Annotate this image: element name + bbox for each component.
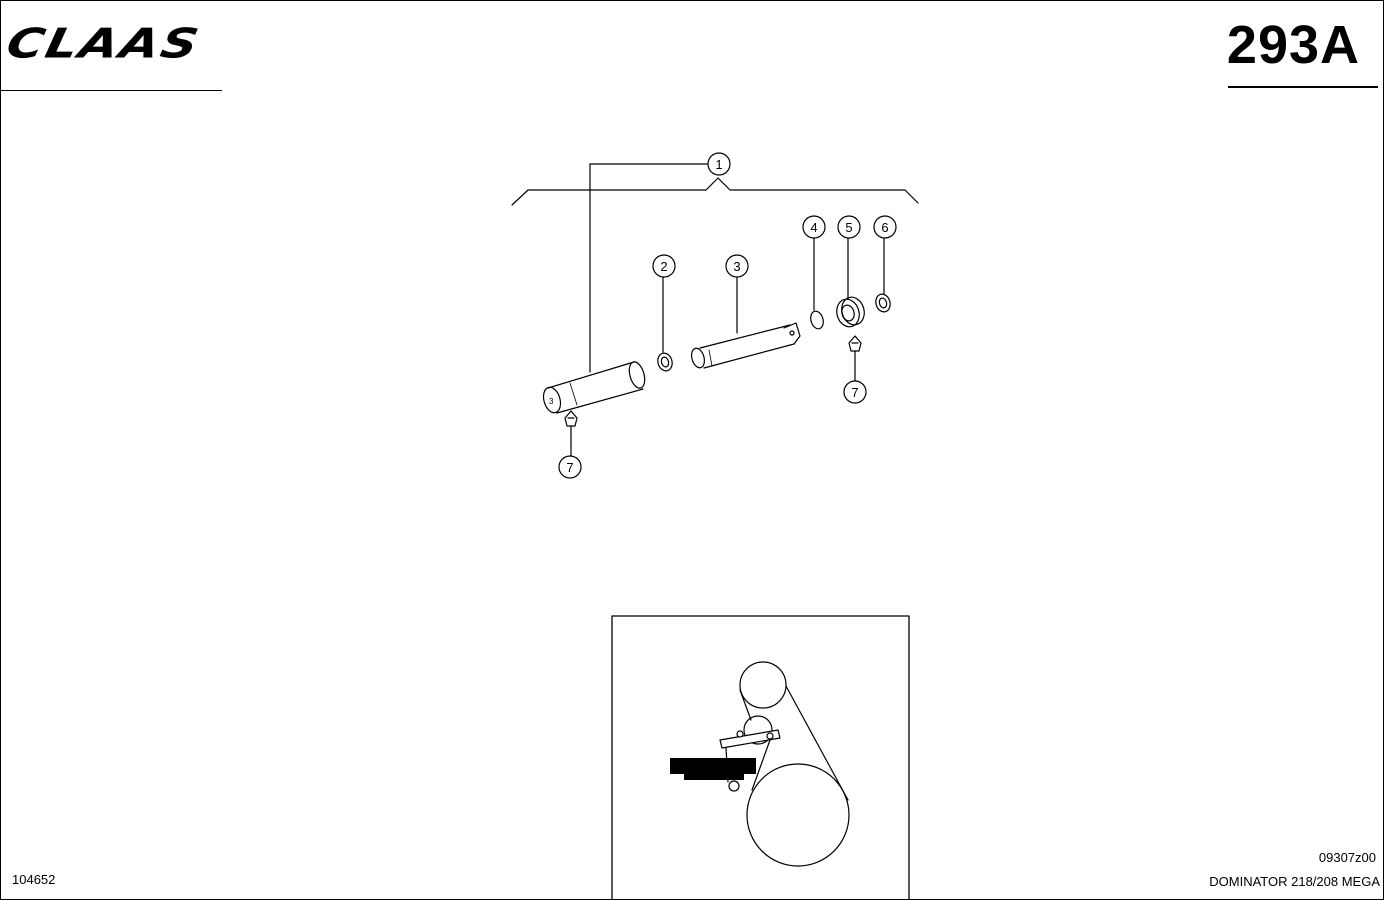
svg-text:5: 5 [845, 220, 852, 235]
svg-text:6: 6 [881, 220, 888, 235]
drawing-code: 09307z00 [1318, 850, 1376, 865]
callout-6[interactable]: 6 [873, 215, 897, 239]
callout-1[interactable]: 1 [707, 152, 731, 176]
circlip-part-4 [810, 237, 824, 330]
svg-text:4: 4 [810, 220, 817, 235]
callout-5[interactable]: 5 [837, 215, 861, 239]
shaft-part-1: 3 [542, 361, 646, 414]
svg-text:1: 1 [715, 157, 722, 172]
callout-4[interactable]: 4 [802, 215, 826, 239]
shaft-part-3 [691, 276, 801, 369]
callout-7-right[interactable]: 7 [843, 380, 867, 404]
svg-text:3: 3 [549, 397, 554, 406]
svg-text:7: 7 [851, 385, 858, 400]
page-number-underline [1228, 86, 1378, 88]
bushing-part-2 [657, 276, 673, 372]
page-number: 293A [1226, 15, 1360, 75]
location-inset [611, 615, 910, 900]
document-id: 104652 [12, 872, 56, 887]
svg-text:2: 2 [660, 259, 667, 274]
model-name: DOMINATOR 218/208 MEGA [1209, 874, 1380, 889]
svg-text:3: 3 [733, 259, 740, 274]
assembly-bracket [511, 163, 919, 373]
callout-2[interactable]: 2 [652, 254, 676, 278]
grease-nipple-right [848, 335, 862, 382]
callout-7-left[interactable]: 7 [558, 455, 582, 479]
logo-underline [0, 90, 222, 91]
seal-part-6 [875, 237, 891, 313]
callout-3[interactable]: 3 [725, 254, 749, 278]
grease-nipple-left [564, 410, 578, 457]
bearing-part-5 [836, 237, 865, 328]
svg-text:7: 7 [566, 460, 573, 475]
